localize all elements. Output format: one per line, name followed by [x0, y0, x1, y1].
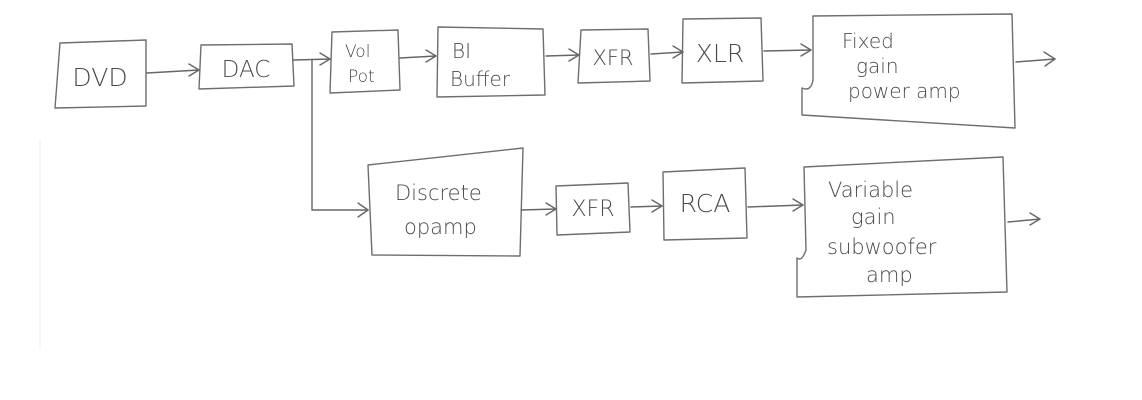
block-rca: RCA	[662, 167, 748, 241]
block-variable-gain-subwoofer-amp-label-line4: amp	[866, 263, 913, 287]
block-dac-label: DAC	[222, 57, 271, 83]
block-rca-label: RCA	[680, 189, 731, 218]
block-xfr-top-outline	[577, 28, 651, 84]
block-dvd: DVD	[54, 39, 147, 109]
block-vol-pot: Vol Pot	[329, 29, 401, 94]
block-rca-outline	[662, 167, 748, 241]
block-discrete-opamp-outline	[367, 147, 524, 257]
block-dac: DAC	[198, 43, 295, 90]
block-fixed-gain-power-amp-label-line1: Fixed	[842, 29, 894, 53]
block-dvd-outline	[54, 39, 147, 109]
arrow-bi-buffer-to-xfr-top	[545, 48, 580, 62]
arrow-dac-to-discrete-opamp	[311, 59, 369, 218]
block-dvd-label: DVD	[72, 63, 127, 92]
arrow-discrete-opamp-to-xfr-bottom	[520, 202, 557, 216]
arrow-dvd-to-dac	[146, 63, 200, 77]
block-xlr-label: XLR	[696, 39, 744, 68]
block-fixed-gain-power-amp: Fixed gain power amp	[801, 13, 1016, 129]
block-fixed-gain-power-amp-label-line2: gain	[856, 54, 899, 78]
arrow-xfr-top-to-xlr	[650, 45, 684, 59]
block-xfr-top: XFR	[577, 28, 651, 84]
block-xfr-bottom: XFR	[555, 182, 631, 236]
block-variable-gain-subwoofer-amp-label-line1: Variable	[828, 178, 913, 202]
block-xfr-bottom-label: XFR	[571, 197, 614, 222]
block-vol-pot-outline	[329, 29, 401, 94]
block-bi-buffer: BI Buffer	[436, 26, 546, 98]
block-xlr: XLR	[681, 17, 764, 84]
block-bi-buffer-label-line2: Buffer	[450, 67, 511, 91]
block-variable-gain-subwoofer-amp-label-line3: subwoofer	[827, 235, 937, 259]
block-discrete-opamp-label-line1: Discrete	[395, 181, 482, 205]
block-fixed-gain-power-amp-label-line3: power amp	[848, 79, 961, 103]
block-discrete-opamp-label-line2: opamp	[404, 215, 477, 239]
block-bi-buffer-label-line1: BI	[452, 39, 471, 63]
block-fixed-gain-power-amp-outline	[801, 13, 1016, 129]
block-bi-buffer-outline	[436, 26, 546, 98]
block-variable-gain-subwoofer-amp-outline	[796, 156, 1008, 298]
block-variable-gain-subwoofer-amp: Variable gain subwoofer amp	[796, 156, 1008, 298]
arrow-xfr-bottom-to-rca	[630, 199, 663, 213]
arrow-rca-to-variable-gain-subwoofer-amp	[747, 198, 804, 212]
arrow-fixed-gain-power-amp-output	[1015, 51, 1056, 67]
arrow-variable-gain-subwoofer-amp-output	[1007, 212, 1041, 226]
block-variable-gain-subwoofer-amp-label-line2: gain	[851, 205, 896, 229]
block-xlr-outline	[681, 17, 764, 84]
block-dac-outline	[198, 43, 295, 90]
block-xfr-top-label: XFR	[592, 46, 633, 70]
block-discrete-opamp: Discrete opamp	[367, 147, 524, 257]
block-vol-pot-label-line2: Pot	[348, 67, 375, 87]
block-vol-pot-label-line1: Vol	[345, 42, 370, 62]
arrow-xlr-to-fixed-gain-power-amp	[763, 43, 812, 57]
arrow-vol-pot-to-bi-buffer	[399, 49, 437, 63]
block-xfr-bottom-outline	[555, 182, 631, 236]
